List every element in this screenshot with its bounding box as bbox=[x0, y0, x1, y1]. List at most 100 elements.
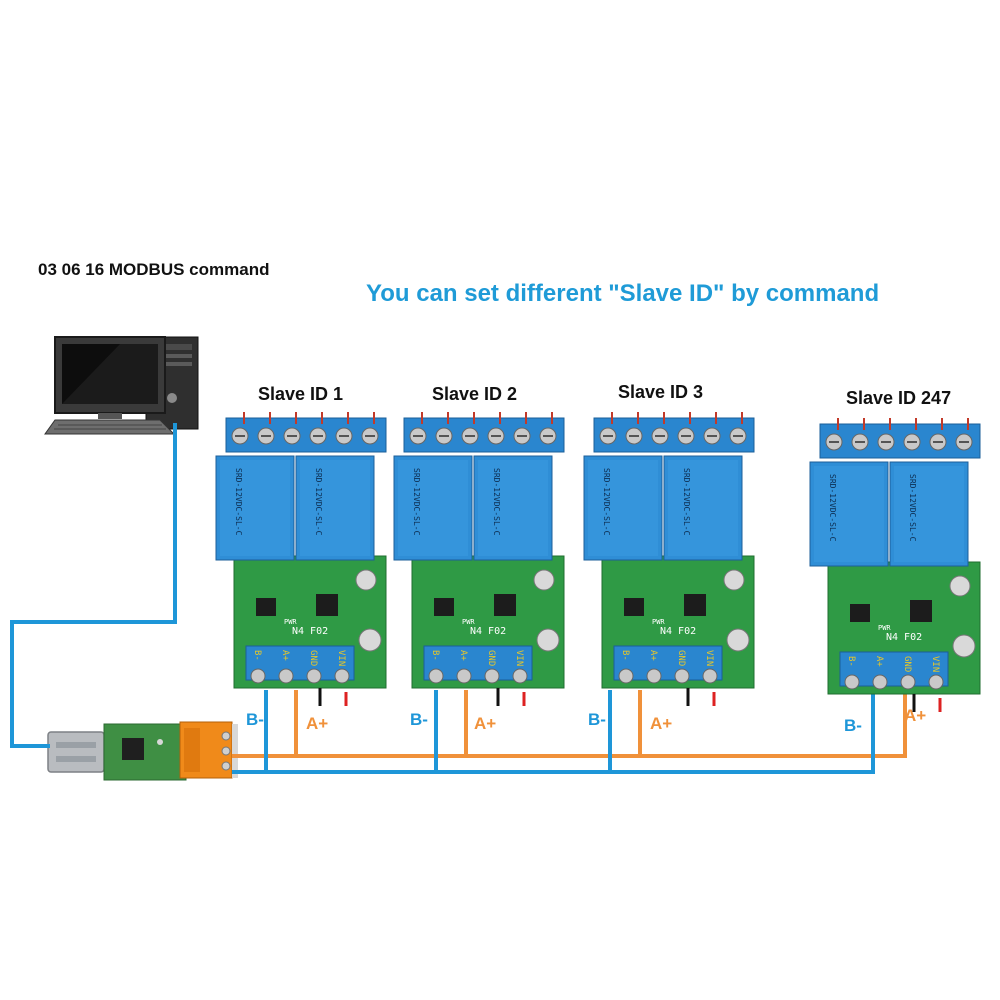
module-drops bbox=[264, 690, 642, 772]
pin-label: A+ bbox=[648, 650, 658, 661]
board-label: N4 F02 bbox=[886, 632, 922, 643]
screw-terminal bbox=[674, 668, 690, 684]
capacitor bbox=[533, 569, 555, 591]
board-label: N4 F02 bbox=[292, 626, 328, 637]
a-plus-label: A+ bbox=[650, 714, 673, 733]
b-minus-label: B- bbox=[246, 710, 264, 729]
ic-chip bbox=[494, 594, 516, 616]
pin-label: A+ bbox=[874, 656, 884, 667]
screw-terminal bbox=[844, 674, 860, 690]
screw-terminal bbox=[702, 668, 718, 684]
bus-lines bbox=[232, 690, 907, 774]
capacitor bbox=[358, 628, 382, 652]
pin-label: GND bbox=[486, 650, 496, 666]
screw-terminal bbox=[484, 668, 500, 684]
relay-face bbox=[398, 460, 468, 556]
relay-face bbox=[894, 466, 964, 562]
board-label: N4 F02 bbox=[470, 626, 506, 637]
ic-chip bbox=[434, 598, 454, 616]
headline: You can set different "Slave ID" by comm… bbox=[366, 280, 880, 307]
relay-module: NCCOMNONCCOMNOSRD-12VDC-SL-CSRD-12VDC-SL… bbox=[809, 418, 981, 712]
relay-text: SRD-12VDC-SL-C bbox=[682, 468, 691, 536]
relay-face bbox=[588, 460, 658, 556]
desktop-computer-icon bbox=[44, 336, 199, 435]
pin-label: B- bbox=[252, 650, 262, 661]
screw-terminal bbox=[512, 668, 528, 684]
relay-face bbox=[668, 460, 738, 556]
usb-cable bbox=[10, 423, 177, 748]
capacitor bbox=[723, 569, 745, 591]
capacitor bbox=[949, 575, 971, 597]
pin-label: B- bbox=[620, 650, 630, 661]
relay-text: SRD-12VDC-SL-C bbox=[314, 468, 323, 536]
screw-terminal bbox=[278, 668, 294, 684]
screw-terminal bbox=[306, 668, 322, 684]
screw-terminal bbox=[250, 668, 266, 684]
relay-text: SRD-12VDC-SL-C bbox=[412, 468, 421, 536]
slave-id-label: Slave ID 2 bbox=[432, 384, 518, 404]
screw-terminal bbox=[900, 674, 916, 690]
relay-text: SRD-12VDC-SL-C bbox=[828, 474, 837, 542]
relay-text: SRD-12VDC-SL-C bbox=[602, 468, 611, 536]
b-minus-label: B- bbox=[844, 716, 862, 735]
pin-label: GND bbox=[902, 656, 912, 672]
capacitor bbox=[726, 628, 750, 652]
command-label: 03 06 16 MODBUS command bbox=[38, 260, 270, 279]
pwr-label: PWR bbox=[878, 624, 891, 632]
pwr-label: PWR bbox=[462, 618, 475, 626]
relay-module: NCCOMNONCCOMNOSRD-12VDC-SL-CSRD-12VDC-SL… bbox=[215, 412, 387, 706]
a-plus-label: A+ bbox=[904, 706, 927, 725]
relay-text: SRD-12VDC-SL-C bbox=[234, 468, 243, 536]
pwr-label: PWR bbox=[284, 618, 297, 626]
usb-rs485-adapter-icon bbox=[47, 721, 238, 781]
board-label: N4 F02 bbox=[660, 626, 696, 637]
pin-label: VIN bbox=[514, 650, 524, 666]
pwr-label: PWR bbox=[652, 618, 665, 626]
screw-terminal bbox=[618, 668, 634, 684]
pin-label: A+ bbox=[458, 650, 468, 661]
b-minus-label: B- bbox=[588, 710, 606, 729]
relay-face bbox=[300, 460, 370, 556]
capacitor bbox=[952, 634, 976, 658]
screw-terminal bbox=[646, 668, 662, 684]
relay-face bbox=[478, 460, 548, 556]
screw-terminal bbox=[428, 668, 444, 684]
relay-modules: NCCOMNONCCOMNOSRD-12VDC-SL-CSRD-12VDC-SL… bbox=[215, 412, 981, 712]
b-minus-label: B- bbox=[410, 710, 428, 729]
a-plus-label: A+ bbox=[474, 714, 497, 733]
capacitor bbox=[536, 628, 560, 652]
pin-label: A+ bbox=[280, 650, 290, 661]
ic-chip bbox=[910, 600, 932, 622]
top-terminal-block bbox=[593, 417, 755, 453]
ic-chip bbox=[316, 594, 338, 616]
screw-terminal bbox=[872, 674, 888, 690]
screw-terminal bbox=[456, 668, 472, 684]
pin-label: VIN bbox=[704, 650, 714, 666]
relay-module: NCCOMNONCCOMNOSRD-12VDC-SL-CSRD-12VDC-SL… bbox=[393, 412, 565, 706]
pin-label: GND bbox=[676, 650, 686, 666]
pin-label: B- bbox=[846, 656, 856, 667]
ic-chip bbox=[850, 604, 870, 622]
relay-module: NCCOMNONCCOMNOSRD-12VDC-SL-CSRD-12VDC-SL… bbox=[583, 412, 755, 706]
ic-chip bbox=[256, 598, 276, 616]
top-terminal-block bbox=[819, 423, 981, 459]
relay-text: SRD-12VDC-SL-C bbox=[492, 468, 501, 536]
slave-id-label: Slave ID 3 bbox=[618, 382, 704, 402]
slave-id-label: Slave ID 247 bbox=[846, 388, 952, 408]
relay-text: SRD-12VDC-SL-C bbox=[908, 474, 917, 542]
top-terminal-block bbox=[403, 417, 565, 453]
relay-face bbox=[814, 466, 884, 562]
slave-id-label: Slave ID 1 bbox=[258, 384, 344, 404]
ic-chip bbox=[624, 598, 644, 616]
a-plus-label: A+ bbox=[306, 714, 329, 733]
capacitor bbox=[355, 569, 377, 591]
ic-chip bbox=[684, 594, 706, 616]
pin-label: GND bbox=[308, 650, 318, 666]
pin-label: B- bbox=[430, 650, 440, 661]
screw-terminal bbox=[334, 668, 350, 684]
relay-face bbox=[220, 460, 290, 556]
screw-terminal bbox=[928, 674, 944, 690]
pin-label: VIN bbox=[336, 650, 346, 666]
